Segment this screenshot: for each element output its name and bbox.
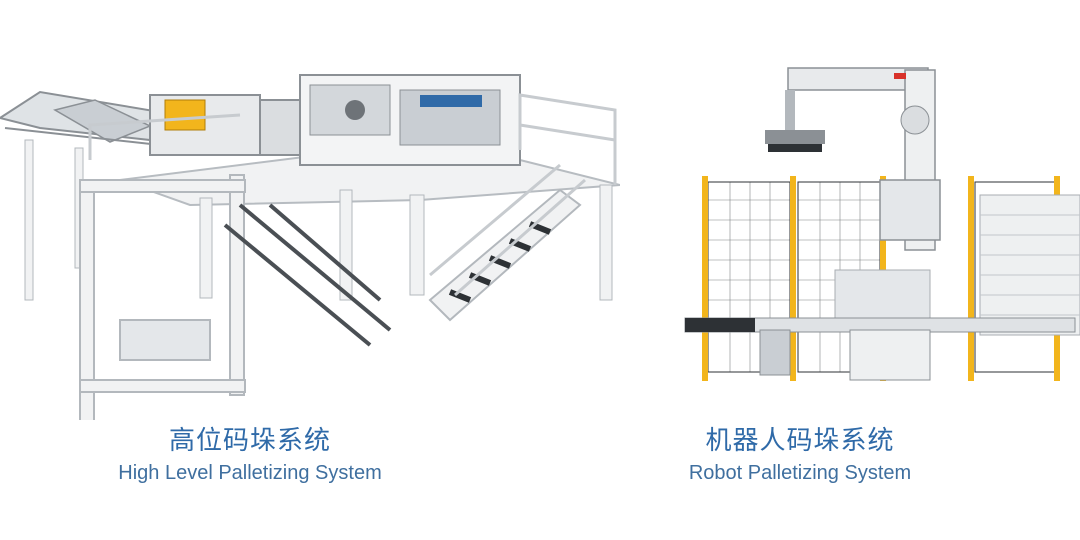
safety-railings (88, 93, 617, 185)
high-level-title-en: High Level Palletizing System (118, 462, 382, 484)
case-conveyor (684, 317, 1076, 381)
robot-title-en: Robot Palletizing System (688, 462, 912, 484)
robot-brand-mark (894, 73, 906, 79)
staircase (428, 163, 586, 322)
robot-arm (765, 67, 941, 251)
palletizer-machine (149, 74, 521, 166)
robot-system-panel: 机器人码垛系统 Robot Palletizing System (680, 0, 1080, 540)
machine-badge-plate (420, 95, 482, 107)
high-level-title-cn: 高位码垛系统 (168, 426, 331, 456)
pallet-stack (834, 194, 1080, 336)
pallet-frame (79, 174, 246, 420)
pallet-conveyor (223, 203, 392, 347)
infeed-conveyor (0, 90, 162, 301)
robot-palletizer-illustration (684, 67, 1080, 381)
high-level-system-panel: 高位码垛系统 High Level Palletizing System (0, 74, 620, 484)
robot-title-cn: 机器人码垛系统 (705, 426, 895, 456)
high-level-palletizer-illustration (0, 74, 620, 420)
